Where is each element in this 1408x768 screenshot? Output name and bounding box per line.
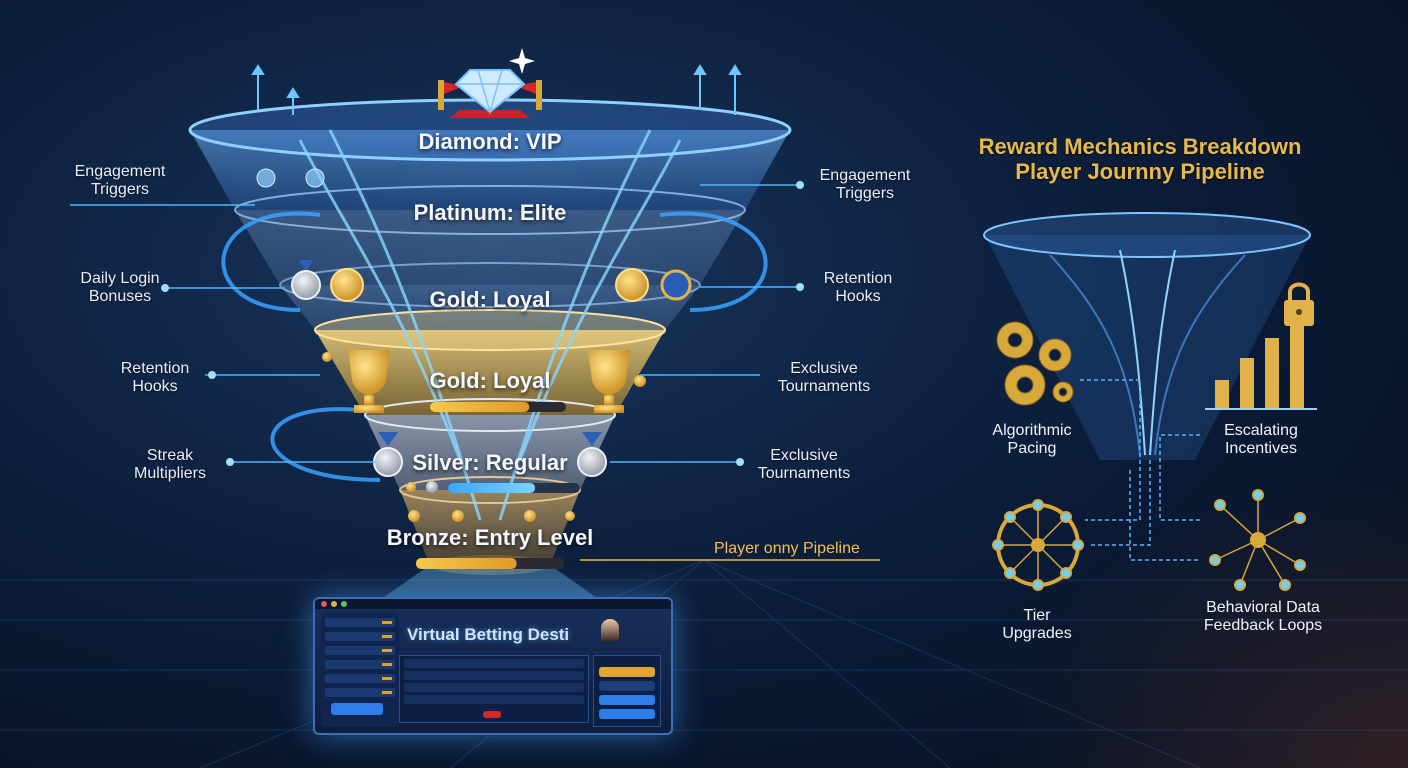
tier-platinum-band — [235, 210, 745, 285]
dashboard-action-2[interactable] — [599, 681, 655, 691]
dashboard-action-4[interactable] — [599, 709, 655, 719]
left-label-daily-login: Daily Login Bonuses — [80, 270, 160, 305]
trophy-icon-left — [348, 350, 390, 413]
blue-badge-icon — [660, 269, 692, 301]
right-label-retention: Retention Hooks — [823, 270, 893, 305]
tier-label-diamond: Diamond: VIP — [418, 129, 562, 154]
dashboard-title: Virtual Betting Desti — [407, 625, 570, 644]
up-arrows — [251, 64, 742, 115]
right-dashed-connectors — [1080, 379, 1200, 561]
betting-dashboard: Virtual Betting Desti — [313, 597, 673, 735]
panel-title-line2: Player Journny Pipeline — [1015, 159, 1265, 184]
corner-glow — [988, 468, 1408, 768]
tier-label-silver: Silver: Regular — [412, 450, 568, 475]
tier-gold-band — [315, 330, 665, 415]
gold-medal-icon-right — [615, 268, 649, 302]
trophy-icon-right — [588, 350, 630, 413]
right-label-tournaments-2: Exclusive Tournaments — [757, 447, 851, 482]
escalating-bars-icon — [1205, 325, 1317, 410]
label-tier-upgrades: Tier Upgrades — [1002, 607, 1072, 642]
avatar — [601, 619, 619, 641]
label-escalating-incentives: Escalating Incentives — [1224, 422, 1298, 457]
tier-silver-band — [365, 415, 615, 490]
dashboard-titlebar — [315, 599, 671, 609]
left-label-engagement: Engagement Triggers — [74, 163, 166, 198]
tier-label-bronze: Bronze: Entry Level — [386, 525, 594, 550]
silver-coin-icon — [426, 481, 438, 493]
small-funnel — [983, 212, 1311, 460]
feedback-network-icon — [1209, 489, 1306, 591]
dashboard-action-1[interactable] — [599, 667, 655, 677]
dashboard-action-3[interactable] — [599, 695, 655, 705]
bronze-progress-fill — [416, 558, 517, 569]
glow-loops — [221, 211, 768, 482]
tier-label-gold-glass: Gold: Loyal — [429, 287, 551, 312]
left-label-streak: Streak Multipliers — [133, 447, 206, 482]
silver-medal-right — [577, 432, 607, 477]
gold-progress-fill — [430, 402, 530, 412]
coin-icons — [322, 352, 646, 522]
silver-medal-icon — [291, 260, 321, 300]
gears-icon — [996, 321, 1074, 406]
right-label-tournaments-1: Exclusive Tournaments — [777, 360, 871, 395]
left-connectors — [70, 204, 375, 463]
grid-floor — [0, 560, 1408, 768]
gold-medal-icon — [330, 268, 364, 302]
lock-icon — [1284, 282, 1314, 326]
light-streams — [298, 129, 682, 521]
tier-network-icon — [992, 499, 1084, 591]
panel-title-line1: Reward Mechanics Breakdown — [978, 134, 1302, 159]
right-label-engagement: Engagement Triggers — [819, 167, 911, 202]
dashboard-table-button[interactable] — [483, 711, 501, 718]
tier-label-platinum: Platinum: Elite — [413, 200, 567, 225]
right-connectors — [610, 184, 800, 463]
dashboard-sidebar-button[interactable] — [331, 703, 383, 715]
silver-progress-fill — [448, 483, 536, 493]
silver-medal-left — [373, 432, 403, 477]
diamond-icon — [438, 48, 542, 118]
tier-label-gold: Gold: Loyal — [429, 368, 551, 393]
left-label-retention: Retention Hooks — [120, 360, 190, 395]
engagement-bubbles — [256, 168, 325, 188]
light-beam — [380, 565, 600, 600]
label-algorithmic-pacing: Algorithmic Pacing — [992, 422, 1072, 457]
label-behavioral-feedback: Behavioral Data Feedback Loops — [1203, 599, 1323, 634]
tier-bronze-band — [400, 490, 580, 565]
pipeline-label: Player onny Pipeline — [714, 540, 860, 557]
